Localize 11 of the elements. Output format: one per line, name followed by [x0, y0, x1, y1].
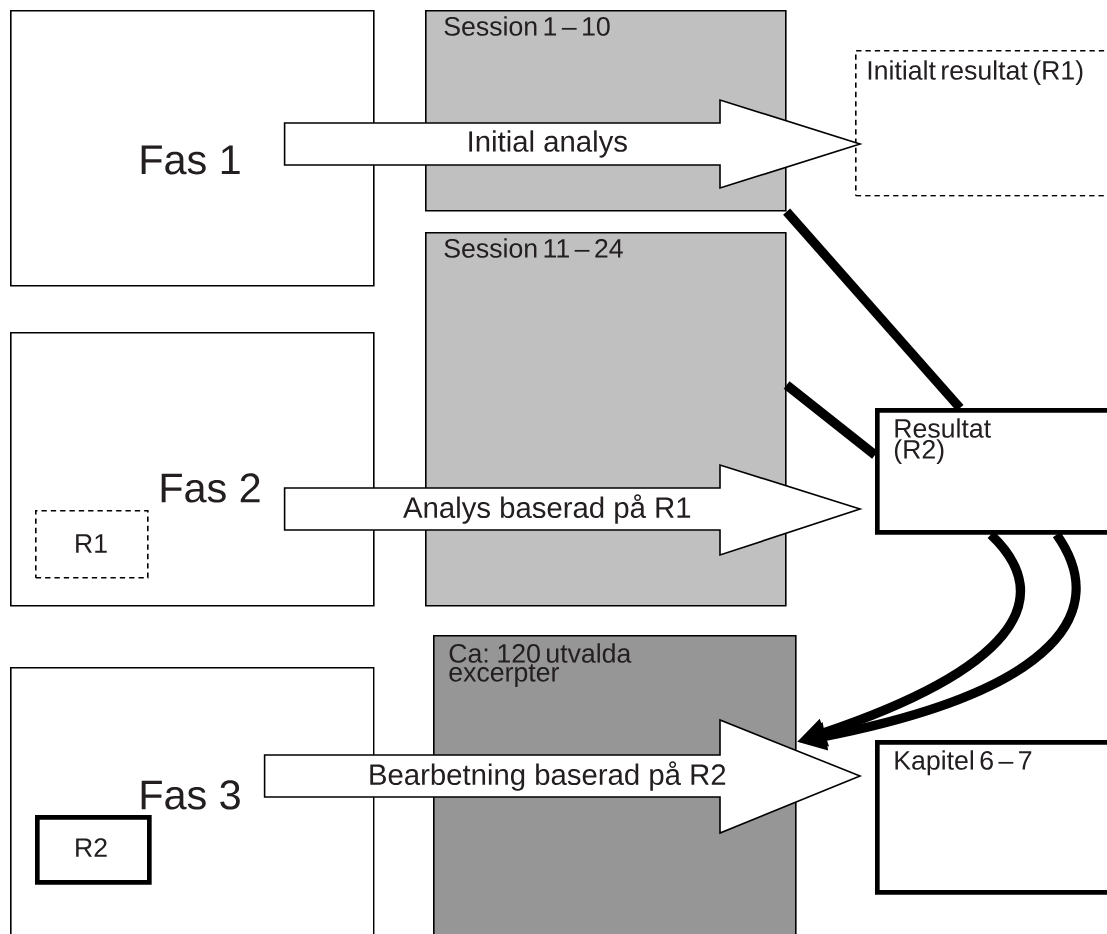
edge-label: Initial analys: [469, 130, 627, 158]
result-box: Resultat (R2): [875, 408, 1107, 535]
block-arrow: [283, 463, 863, 557]
result-tag-box: R1: [35, 510, 149, 579]
result-tag-box: R2: [35, 815, 152, 885]
connector-line: [783, 381, 878, 459]
block-arrow: [283, 98, 863, 190]
result-box: Kapitel 6 – 7: [875, 740, 1107, 895]
phase-box: Fas 1: [10, 10, 375, 287]
block-arrow: [263, 718, 863, 835]
result-box: Initialt resultat (R1): [855, 50, 1107, 197]
